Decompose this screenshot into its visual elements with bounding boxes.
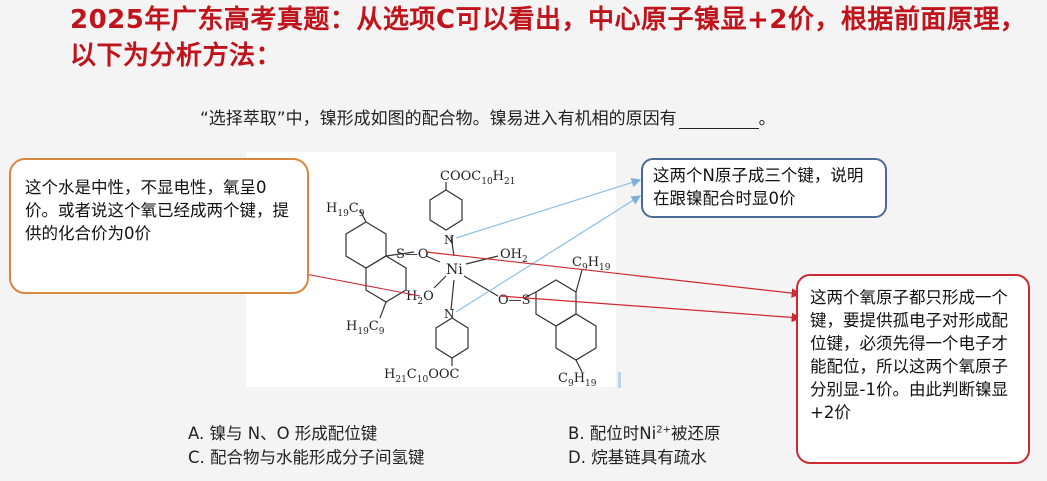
right-naphthalene-ring-b [555, 313, 597, 361]
right-top-alkyl-label: C9H19 [572, 255, 611, 273]
bottom-ester-label: H21C10OOC [384, 367, 460, 385]
bottom-n-label: N [444, 307, 455, 321]
figure-edge-mark [618, 372, 621, 388]
left-top-alkyl-label: H19C9 [326, 201, 365, 219]
top-n-label: N [444, 233, 455, 247]
water-h2o-label: H2O [406, 289, 434, 307]
option-c: C. 配合物与水能形成分子间氢键 [188, 448, 425, 467]
option-b: B. 配位时Ni2+被还原 [568, 420, 721, 444]
left-so-bond-label: S—O [396, 247, 429, 262]
nickel-center-label: Ni [446, 262, 463, 278]
question-end: 。 [758, 109, 776, 129]
option-b-suffix: 被还原 [671, 424, 721, 443]
callout-nitrogen: 这两个N原子成三个键，说明在跟镍配合时显0价 [641, 158, 887, 218]
water-oh2-label: OH2 [500, 247, 528, 265]
option-d: D. 烷基链具有疏水 [568, 448, 707, 467]
callout-oxygen: 这两个氧原子都只形成一个键，要提供孤电子对形成配位键，必须先得一个电子才能配位，… [796, 274, 1030, 464]
left-naphthalene-ring-b [365, 255, 407, 303]
page-title: 2025年广东高考真题：从选项C可以看出，中心原子镍显+2价，根据前面原理，以下… [70, 5, 1027, 71]
question-stem: “选择萃取”中，镍形成如图的配合物。镍易进入有机相的原因有 [200, 109, 677, 129]
option-a: A. 镍与 N、O 形成配位键 [188, 424, 378, 443]
right-naphthalene-ring-a [535, 279, 577, 327]
right-bottom-alkyl-label: C9H19 [558, 371, 597, 387]
left-bottom-alkyl-label: H19C9 [346, 319, 385, 337]
answer-blank [678, 112, 759, 129]
question-text: “选择萃取”中，镍形成如图的配合物。镍易进入有机相的原因有 。 [200, 104, 776, 129]
top-ester-label: COOC10H21 [440, 169, 515, 187]
option-b-prefix: B. 配位时Ni [568, 424, 657, 443]
right-os-bond-label: O—S [498, 293, 531, 308]
left-naphthalene-ring-a [345, 221, 387, 269]
bottom-pyridine-ring [435, 317, 469, 359]
callout-water: 这个水是中性，不显电性，氧呈0价。或者说这个氧已经成两个键，提供的化合价为0价 [9, 158, 309, 294]
top-pyridine-ring [429, 189, 463, 231]
option-b-charge: 2+ [656, 424, 671, 436]
